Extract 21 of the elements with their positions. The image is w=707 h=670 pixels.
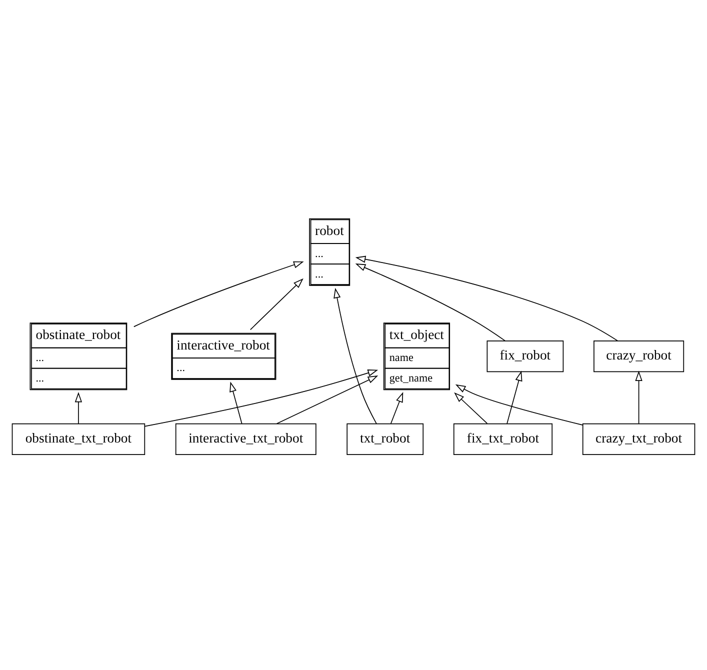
arrow [276,376,378,424]
node-box: fix_txt_robot [453,423,553,456]
arrow [230,382,242,424]
node-box: txt_robot [346,423,424,456]
arrow [355,256,618,342]
node-box: fix_robot [486,340,564,372]
arrow [390,392,404,424]
arrow [355,264,506,342]
arrow [133,261,304,328]
arrow [250,278,304,330]
node-box: obstinate_txt_robot [12,423,146,456]
node-box: crazy_robot [594,340,684,372]
arrow [144,369,378,427]
arrow [334,288,377,424]
arrow [635,370,642,424]
arrow [506,370,522,424]
arrow [455,384,584,426]
node-box: interactive_txt_robot [175,423,316,456]
arrow [74,392,82,424]
node-box: crazy_txt_robot [582,423,696,456]
arrow [454,392,488,424]
